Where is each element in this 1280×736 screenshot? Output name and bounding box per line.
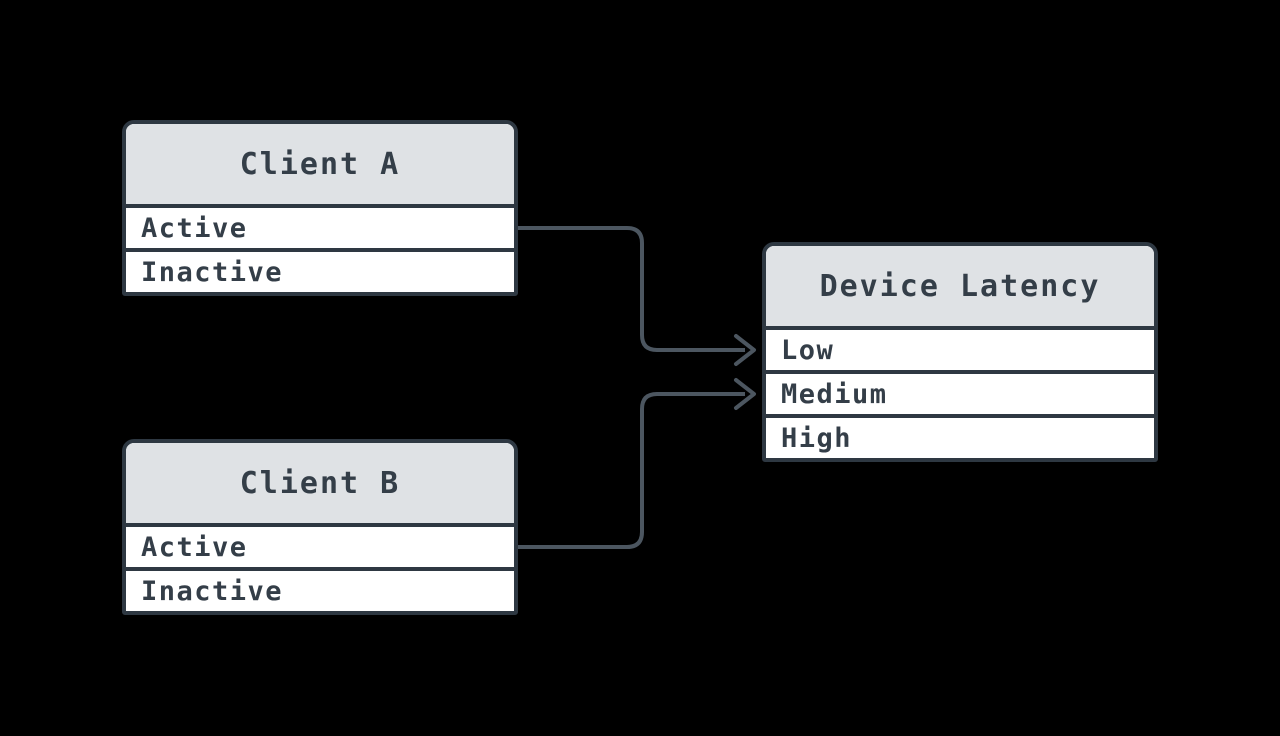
connector-line xyxy=(518,392,745,549)
entity-device-latency-row-low: Low xyxy=(766,330,1154,370)
entity-device-latency-row-high: High xyxy=(766,414,1154,458)
row-label: Inactive xyxy=(141,256,284,288)
entity-client-b-row-inactive: Inactive xyxy=(126,567,514,611)
row-label: High xyxy=(781,422,853,454)
row-label: Medium xyxy=(781,378,888,410)
row-label: Active xyxy=(141,212,248,244)
entity-client-a: Client A Active Inactive xyxy=(122,120,518,296)
entity-device-latency-title: Device Latency xyxy=(819,268,1101,304)
entity-device-latency: Device Latency Low Medium High xyxy=(762,242,1158,462)
arrowhead-icon xyxy=(734,334,756,366)
connector-line xyxy=(518,226,745,352)
connector-client-a-active-to-device-latency-low xyxy=(518,226,756,366)
entity-client-b: Client B Active Inactive xyxy=(122,439,518,615)
arrowhead-icon xyxy=(734,378,756,410)
row-label: Active xyxy=(141,531,248,563)
entity-client-b-header: Client B xyxy=(126,443,514,527)
entity-client-a-header: Client A xyxy=(126,124,514,208)
entity-device-latency-header: Device Latency xyxy=(766,246,1154,330)
entity-client-a-title: Client A xyxy=(239,146,401,182)
entity-device-latency-row-medium: Medium xyxy=(766,370,1154,414)
entity-client-a-row-inactive: Inactive xyxy=(126,248,514,292)
row-label: Low xyxy=(781,334,835,366)
connector-client-b-active-to-device-latency-medium xyxy=(518,378,756,549)
entity-client-b-row-active: Active xyxy=(126,527,514,567)
entity-client-a-row-active: Active xyxy=(126,208,514,248)
row-label: Inactive xyxy=(141,575,284,607)
entity-client-b-title: Client B xyxy=(239,465,401,501)
